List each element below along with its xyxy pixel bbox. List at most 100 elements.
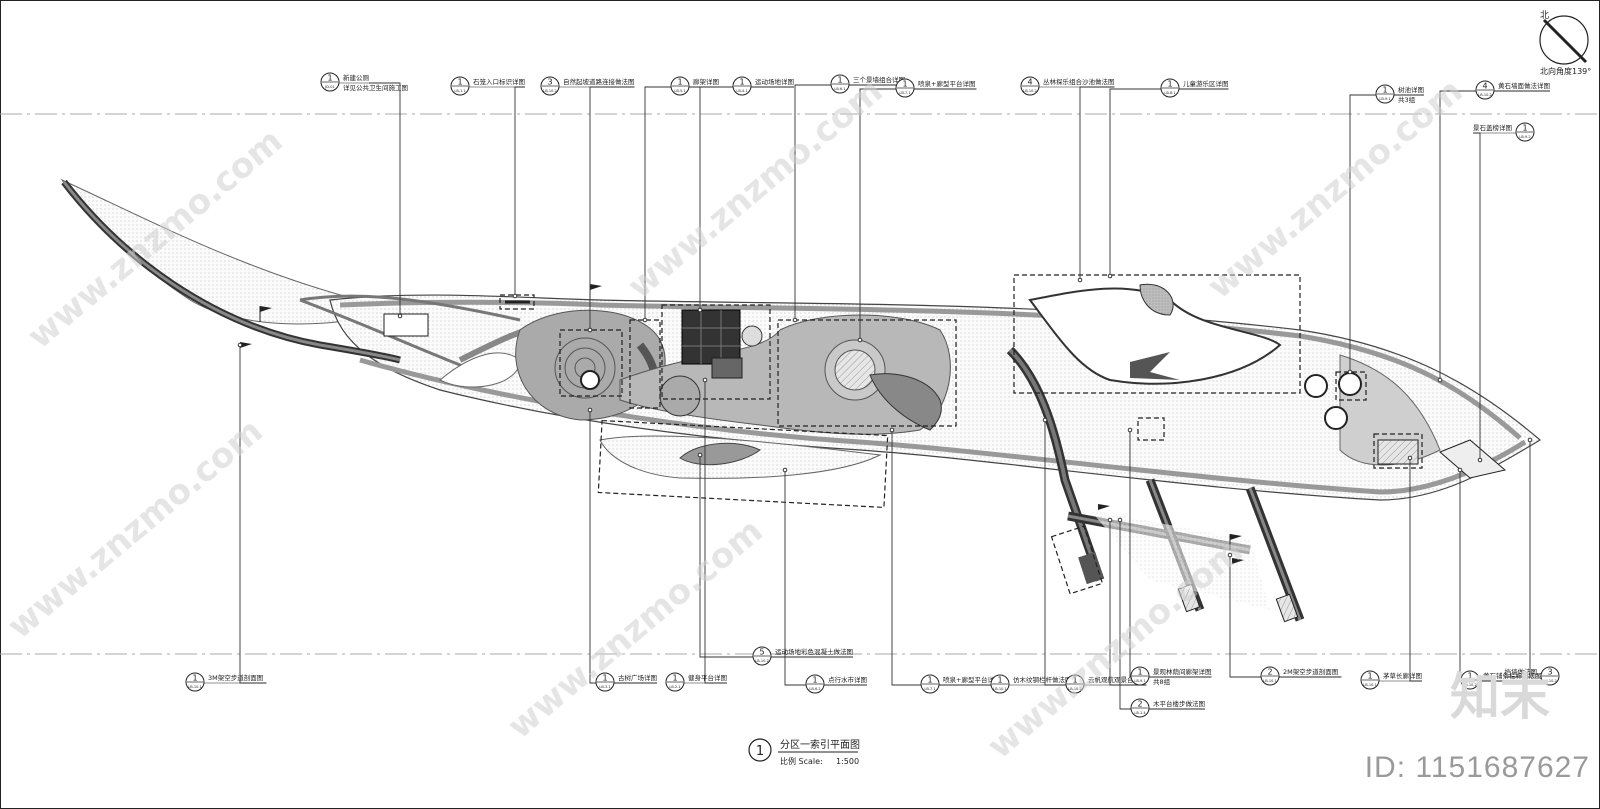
leader-line [589, 86, 635, 330]
callout-ref: LB-10.1 [188, 685, 201, 689]
callout-number: 1 [327, 74, 332, 83]
callout-ref: LB-10.1 [1263, 679, 1276, 683]
callout-ref: LB-10.2 [1463, 683, 1476, 687]
callout-label: 自然起坡道路连接做法图 [563, 77, 635, 86]
callout-ref: LB-10.1 [993, 687, 1006, 691]
callout-number: 1 [677, 78, 682, 87]
north-arrow: 北 北向角度139° [1539, 10, 1591, 76]
callout-label: 黄石墙面做法详图 [1498, 81, 1550, 90]
drawing-title: 1 分区一索引平面图 比例 Scale: 1:500 [748, 738, 860, 766]
callout-number: 1 [927, 676, 932, 685]
callout-label: 石笼入口标识详图 [473, 77, 525, 86]
callout-sublabel: 共8组 [1153, 677, 1171, 686]
leader-line [1079, 86, 1115, 280]
callout-ref: LB-10.2 [1543, 679, 1556, 683]
leader-dot [587, 327, 593, 333]
leader-line [859, 88, 977, 340]
callout-label: 古树广场详图 [618, 673, 657, 682]
callout-ref: LB-9.1 [1134, 679, 1145, 683]
callout-ref: LB-8.1 [1164, 91, 1175, 95]
leader-line [514, 86, 525, 296]
svg-text:北: 北 [1540, 10, 1549, 21]
leader-dot [697, 307, 703, 313]
callout-number: 1 [1467, 672, 1472, 681]
callout-label: 云帆观航观景台详图 [1088, 675, 1147, 684]
leader-dot [1107, 273, 1113, 279]
svg-text:北向角度139°: 北向角度139° [1540, 66, 1591, 76]
svg-text:www.znzmo.com: www.znzmo.com [1200, 71, 1470, 307]
leader-dot [1227, 552, 1233, 558]
index-boxes [499, 274, 1423, 595]
callout-number: 1 [902, 80, 907, 89]
callout-number: 3 [1547, 668, 1552, 677]
callout-ref: LB-9.1 [1379, 97, 1390, 101]
callout-number: 5 [759, 648, 764, 657]
callout-ref: JD-01 [324, 85, 334, 89]
callout-label: 3M架空步道剖面图 [208, 673, 263, 682]
svg-text:www.znzmo.com: www.znzmo.com [620, 71, 890, 307]
leader-dot [1477, 457, 1483, 463]
callout-ref: LB-7.1 [899, 91, 910, 95]
callout-number: 1 [1522, 124, 1527, 133]
callout-ref: LB-10.2 [543, 89, 556, 93]
callout-number: 1 [1137, 668, 1142, 677]
leader-dot [1527, 437, 1533, 443]
callout-label: 儿童游乐区详图 [1183, 79, 1229, 88]
svg-text:www.znzmo.com: www.znzmo.com [500, 511, 770, 747]
callout-label: 喷泉+廊型平台详图 [943, 675, 1000, 684]
callout-label: 木平台楼步做法图 [1153, 699, 1205, 708]
callout-ref: LB-6.2 [809, 687, 820, 691]
callout-number: 1 [457, 78, 462, 87]
callout-number: 4 [1027, 78, 1032, 87]
callout-ref: LB-10.2 [1478, 93, 1491, 97]
leader-dot [1127, 427, 1133, 433]
image-id: ID: 1151687627 [1364, 751, 1590, 784]
leader-dot [1042, 417, 1048, 423]
callout-label: 廊架详图 [693, 77, 719, 86]
svg-text:1:500: 1:500 [836, 757, 859, 766]
callout-label: 景石盖榜详图 [1473, 123, 1512, 132]
callout-ref: LB-1.4 [1134, 711, 1146, 715]
callout-sublabel: 详见公共卫生间施工图 [343, 83, 408, 92]
callout-label: 丛林探乐组合沙池做法图 [1043, 77, 1115, 86]
plaza-areas [515, 283, 1507, 479]
leader-line [1109, 88, 1229, 276]
leader-dot [587, 407, 593, 413]
callout-label: 景观林荫间廊架详图 [1153, 667, 1212, 676]
top-callout: 1LB-7.1喷泉+廊型平台详图 [895, 78, 977, 98]
leader-dot [1117, 517, 1123, 523]
callout-label: 树池详图 [1398, 85, 1424, 94]
leader-dot [1347, 369, 1353, 375]
leader-dot [889, 427, 895, 433]
toilet-building [383, 313, 429, 337]
callout-number: 2 [1267, 668, 1272, 677]
leader-dot [1407, 455, 1413, 461]
leader-dot [857, 337, 863, 343]
leader-dot [1457, 467, 1463, 473]
callout-number: 1 [1167, 80, 1172, 89]
leader-dot [642, 317, 648, 323]
svg-text:1: 1 [756, 744, 764, 759]
svg-text:www.znzmo.com: www.znzmo.com [980, 531, 1250, 767]
leader-dot [397, 313, 403, 319]
leader-line [1459, 470, 1542, 682]
callout-ref: LB-2.1 [669, 685, 680, 689]
section-flags [240, 284, 1244, 564]
callout-label: 茅草长廊详图 [1383, 671, 1422, 680]
callout-label: 健身平台详图 [688, 673, 727, 682]
